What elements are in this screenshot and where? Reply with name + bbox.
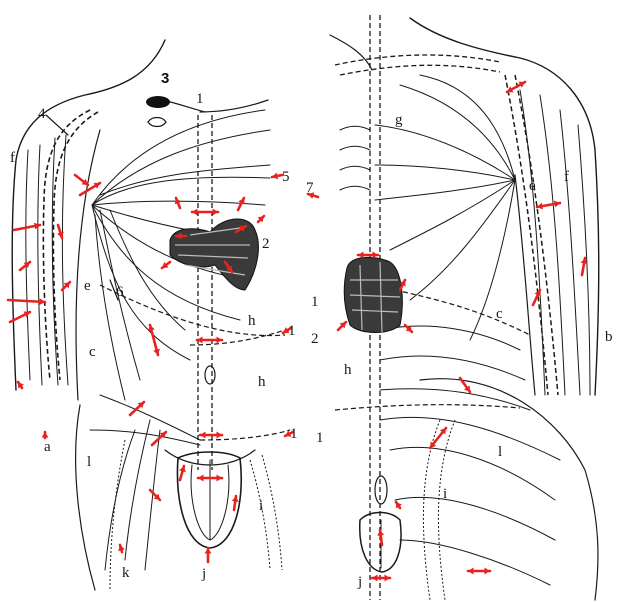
label-j-posterior: j bbox=[357, 574, 362, 590]
label-1-mid: 1 bbox=[288, 323, 296, 339]
structure-3 bbox=[146, 96, 170, 108]
label-6: 6 bbox=[116, 284, 124, 300]
label-g: g bbox=[395, 112, 403, 128]
label-c-right: c bbox=[496, 306, 503, 322]
label-7: 7 bbox=[306, 180, 314, 196]
arrow-head bbox=[213, 209, 218, 216]
label-f-right: f bbox=[564, 169, 569, 185]
label-a: a bbox=[44, 439, 51, 455]
drainage-arrows bbox=[8, 82, 587, 582]
labels: 3 1 4 f 5 2 e 6 h 1 c h 1 a l i k j g 7 … bbox=[10, 70, 613, 590]
arrow-head bbox=[42, 432, 49, 437]
label-h-anterior-2: h bbox=[258, 374, 266, 390]
node-cluster-posterior bbox=[344, 257, 402, 332]
arrow-head bbox=[198, 475, 203, 482]
label-1-posterior-lower: 1 bbox=[316, 430, 324, 446]
label-i-anterior: i bbox=[259, 498, 263, 514]
posterior-outline bbox=[410, 18, 599, 395]
label-l-posterior: l bbox=[498, 444, 502, 460]
label-h-anterior-1: h bbox=[248, 313, 256, 329]
label-f-left: f bbox=[10, 150, 15, 166]
node-cluster-anterior bbox=[170, 219, 258, 290]
label-j-anterior: j bbox=[201, 566, 206, 582]
arrow-head bbox=[205, 548, 212, 553]
label-c-left: c bbox=[89, 344, 96, 360]
anterior-genitalia bbox=[165, 450, 255, 548]
label-h-posterior: h bbox=[344, 362, 352, 378]
label-5: 5 bbox=[282, 169, 290, 185]
label-4: 4 bbox=[38, 106, 46, 122]
arrow-head bbox=[200, 432, 205, 439]
anterior-outline bbox=[12, 40, 165, 390]
posterior-figure bbox=[330, 15, 599, 600]
label-2-anterior: 2 bbox=[262, 236, 270, 252]
label-k: k bbox=[122, 565, 130, 581]
arrow-head bbox=[217, 432, 222, 439]
label-2-posterior: 2 bbox=[311, 331, 319, 347]
label-3: 3 bbox=[161, 70, 169, 87]
arrow-head bbox=[468, 568, 473, 575]
label-l-anterior: l bbox=[87, 454, 91, 470]
umbilicus bbox=[205, 366, 215, 384]
arrow-head bbox=[385, 575, 390, 582]
label-i-posterior: i bbox=[443, 486, 447, 502]
arrow-head bbox=[217, 337, 222, 344]
arrow-head bbox=[217, 475, 222, 482]
arrow-head bbox=[485, 568, 490, 575]
arrow-head bbox=[372, 575, 377, 582]
label-e-right: e bbox=[529, 178, 536, 194]
label-1-posterior: 1 bbox=[311, 294, 319, 310]
arrow-head bbox=[377, 530, 384, 536]
arrow-head bbox=[192, 209, 197, 216]
label-b: b bbox=[605, 329, 613, 345]
label-1-top: 1 bbox=[196, 91, 204, 107]
label-e-left: e bbox=[84, 278, 91, 294]
label-1-lower: 1 bbox=[290, 426, 298, 442]
